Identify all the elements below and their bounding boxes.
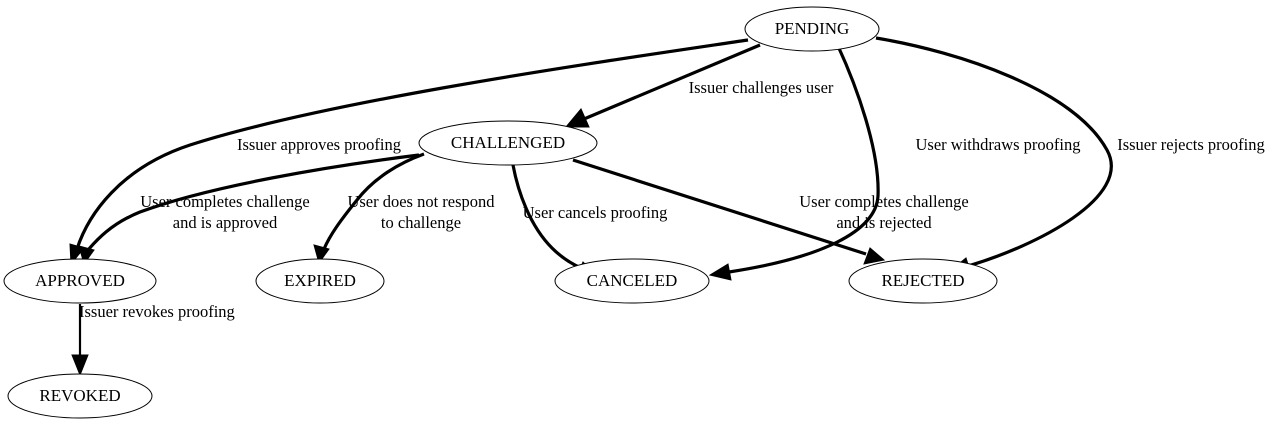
edge-label-approved-revoked: Issuer revokes proofing xyxy=(79,302,235,321)
edge-label-pending-challenged: Issuer challenges user xyxy=(689,78,834,97)
edge-label-challenged-canceled: User cancels proofing xyxy=(523,203,668,222)
node-revoked-label: REVOKED xyxy=(39,386,120,405)
node-revoked[interactable]: REVOKED xyxy=(7,373,153,419)
edge-label-pending-canceled: User withdraws proofing xyxy=(916,135,1081,154)
edge-path-pending-rejected xyxy=(875,36,1113,268)
edge-challenged-to-expired[interactable] xyxy=(313,152,425,265)
edge-label-challenged-rejected: User completes challenge and is rejected xyxy=(799,192,969,232)
node-challenged-label: CHALLENGED xyxy=(451,133,565,152)
node-canceled-label: CANCELED xyxy=(587,271,678,290)
edge-label-pending-rejected: Issuer rejects proofing xyxy=(1117,135,1265,154)
node-revoked-ellipse xyxy=(7,373,153,419)
node-canceled[interactable]: CANCELED xyxy=(554,258,710,304)
edge-label-challenged-rejected-line2: and is rejected xyxy=(836,213,932,232)
node-approved-ellipse xyxy=(3,258,157,304)
node-rejected-ellipse xyxy=(848,258,998,304)
node-pending[interactable]: PENDING xyxy=(744,6,880,52)
edge-labels-layer: Issuer approves proofing Issuer challeng… xyxy=(79,78,1265,321)
edge-label-challenged-approved-line2: and is approved xyxy=(173,213,278,232)
edge-approved-to-revoked[interactable] xyxy=(71,304,89,377)
edge-path-challenged-canceled xyxy=(511,164,582,270)
edge-path-pending-approved xyxy=(75,38,749,250)
node-rejected-label: REJECTED xyxy=(881,271,964,290)
node-expired-ellipse xyxy=(255,258,385,304)
arrowhead-pending-canceled xyxy=(708,263,732,281)
arrowhead-pending-challenged xyxy=(564,108,590,128)
nodes-layer: PENDING CHALLENGED APPROVED EXPIRED CANC… xyxy=(3,6,998,419)
edge-path-challenged-approved xyxy=(86,153,420,252)
edge-pending-to-canceled[interactable] xyxy=(708,45,880,281)
edge-path-challenged-expired xyxy=(322,152,425,250)
edge-label-challenged-approved: User completes challenge and is approved xyxy=(140,192,310,232)
edge-label-challenged-rejected-line1: User completes challenge xyxy=(799,192,969,211)
node-approved-label: APPROVED xyxy=(35,271,125,290)
arrowhead-challenged-expired xyxy=(313,244,330,265)
edge-path-pending-canceled xyxy=(728,45,880,274)
node-challenged[interactable]: CHALLENGED xyxy=(418,120,598,166)
edge-path-pending-challenged xyxy=(583,43,761,121)
edge-label-pending-approved: Issuer approves proofing xyxy=(237,135,401,154)
arrowhead-challenged-rejected xyxy=(863,247,886,265)
node-pending-ellipse xyxy=(744,6,880,52)
edge-label-challenged-expired-line2: to challenge xyxy=(381,213,461,232)
node-rejected[interactable]: REJECTED xyxy=(848,258,998,304)
node-pending-label: PENDING xyxy=(775,19,850,38)
node-expired-label: EXPIRED xyxy=(284,271,356,290)
node-challenged-ellipse xyxy=(418,120,598,166)
node-approved[interactable]: APPROVED xyxy=(3,258,157,304)
node-expired[interactable]: EXPIRED xyxy=(255,258,385,304)
edge-pending-to-challenged[interactable] xyxy=(564,43,761,128)
edge-challenged-to-rejected[interactable] xyxy=(572,158,886,265)
edge-label-challenged-approved-line1: User completes challenge xyxy=(140,192,310,211)
arrowhead-approved-revoked xyxy=(71,354,89,377)
edge-label-challenged-expired-line1: User does not respond xyxy=(347,192,495,211)
edge-path-challenged-rejected xyxy=(572,158,867,256)
edge-label-challenged-expired: User does not respond to challenge xyxy=(347,192,495,232)
node-canceled-ellipse xyxy=(554,258,710,304)
